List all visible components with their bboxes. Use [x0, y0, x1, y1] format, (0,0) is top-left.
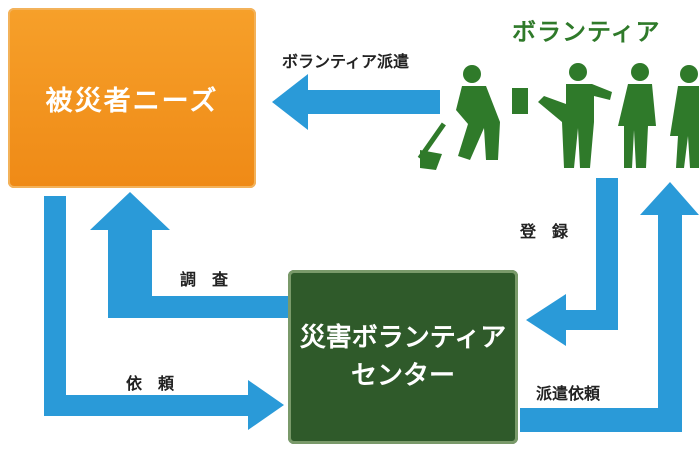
- arrow-request: [44, 196, 284, 430]
- volunteer-figures: [417, 63, 699, 170]
- arrow-dispatch: [272, 74, 440, 130]
- volunteer-pointing-icon: [538, 63, 612, 168]
- label-survey: 調 査: [180, 270, 229, 289]
- needs-label: 被災者ニーズ: [45, 85, 219, 117]
- volunteer-standing-icon: [618, 63, 656, 168]
- label-dispatch: ボランティア派遣: [282, 52, 410, 71]
- arrow-survey: [90, 192, 288, 318]
- label-request: 依 頼: [126, 374, 175, 393]
- arrow-register: [526, 178, 618, 346]
- center-line2: センター: [350, 361, 455, 391]
- volunteer-woman-icon: [670, 65, 699, 168]
- center-line1: 災害ボランティア: [299, 323, 507, 353]
- label-dispatch-request: 派遣依頼: [536, 384, 601, 403]
- volunteer-shovel-icon: [417, 65, 528, 170]
- arrow-dispatch-request: [520, 182, 699, 432]
- label-register: 登 録: [520, 222, 569, 241]
- needs-box: 被災者ニーズ: [8, 8, 256, 188]
- volunteers-title: ボランティア: [512, 18, 661, 46]
- center-box: 災害ボランティア センター: [288, 270, 518, 444]
